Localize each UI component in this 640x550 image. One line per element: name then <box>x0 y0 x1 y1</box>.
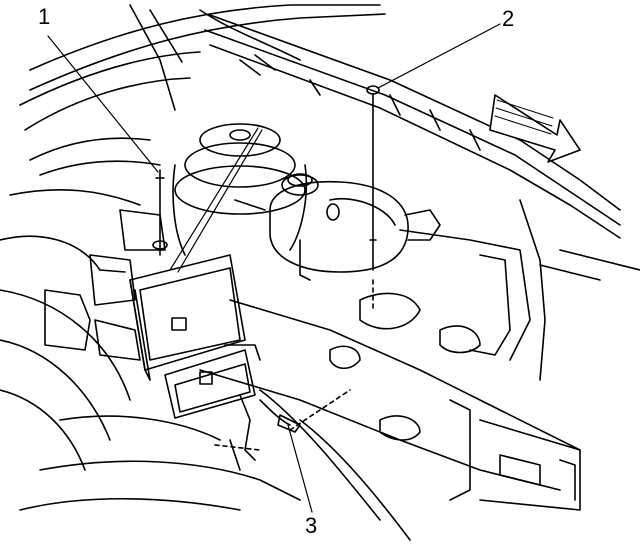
hood-outline <box>9 4 386 206</box>
callout-label-2: 2 <box>502 6 515 31</box>
leader-lines <box>47 23 501 513</box>
mounting-stud <box>152 169 168 256</box>
frame-rail <box>199 299 581 511</box>
module-bracket <box>44 209 166 361</box>
wheelhouse <box>0 235 411 541</box>
callout-label-1: 1 <box>38 4 51 29</box>
forward-arrow <box>489 94 581 163</box>
control-module <box>129 254 261 419</box>
inner-fender-apron <box>329 229 531 370</box>
fastener-bolt <box>366 85 380 311</box>
cowl-panel <box>204 14 640 381</box>
callout-label-3: 3 <box>305 513 318 538</box>
wiring-harness <box>214 389 351 471</box>
coolant-reservoir <box>234 173 441 281</box>
